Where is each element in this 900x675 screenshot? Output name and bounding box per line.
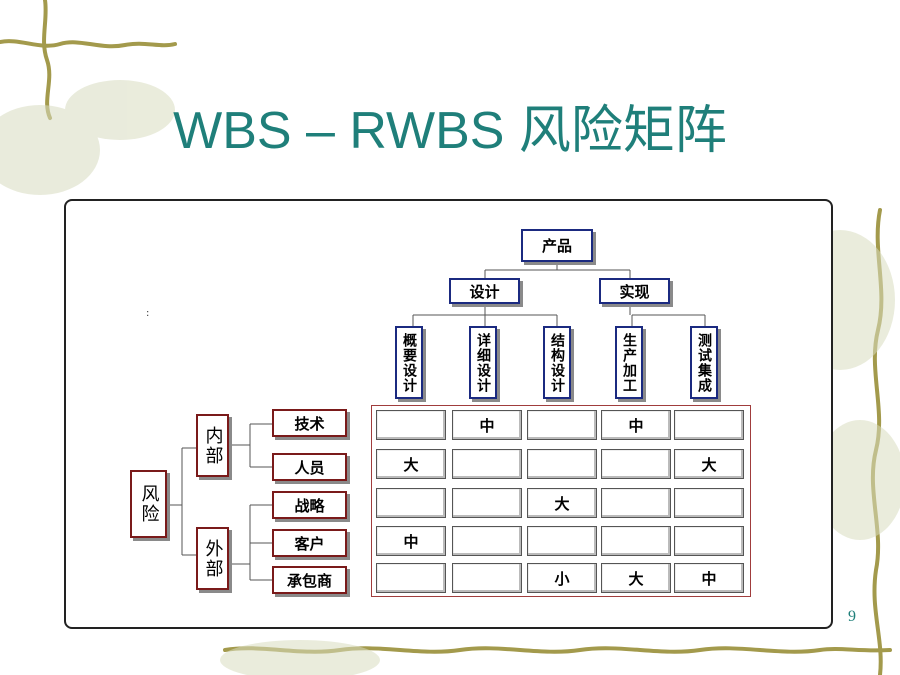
slide-title: WBS – RWBS 风险矩阵 xyxy=(173,102,727,160)
matrix-cell xyxy=(527,449,597,479)
risk-leaf-1: 技术 xyxy=(272,409,347,437)
matrix-cell: 中 xyxy=(674,563,744,593)
matrix-cell xyxy=(601,526,671,556)
matrix-cell xyxy=(601,449,671,479)
risk-matrix xyxy=(371,405,751,597)
risk-leaf-2: 人员 xyxy=(272,453,347,481)
matrix-cell xyxy=(452,526,522,556)
product-root-box: 产品 xyxy=(521,229,593,262)
risk-leaf-4: 客户 xyxy=(272,529,347,557)
matrix-cell: 大 xyxy=(376,449,446,479)
matrix-cell xyxy=(376,563,446,593)
matrix-cell: 大 xyxy=(527,488,597,518)
product-branch-design: 设计 xyxy=(449,278,520,304)
risk-branch-internal: 内部 xyxy=(196,414,229,477)
external-connector xyxy=(228,504,272,581)
matrix-cell xyxy=(376,488,446,518)
matrix-cell: 大 xyxy=(601,563,671,593)
matrix-cell xyxy=(601,488,671,518)
product-leaf-1: 概要设计 xyxy=(395,326,423,399)
risk-leaf-3: 战略 xyxy=(272,491,347,519)
stray-mark: : xyxy=(146,308,150,319)
product-branch-impl: 实现 xyxy=(599,278,670,304)
matrix-cell xyxy=(452,563,522,593)
matrix-cell xyxy=(527,526,597,556)
matrix-cell xyxy=(674,410,744,440)
product-leaf-4: 生产加工 xyxy=(615,326,643,399)
impl-connector xyxy=(629,302,706,326)
matrix-cell xyxy=(527,410,597,440)
matrix-cell: 中 xyxy=(376,526,446,556)
design-connector xyxy=(412,302,558,326)
matrix-cell xyxy=(674,526,744,556)
risk-leaf-5: 承包商 xyxy=(272,566,347,594)
matrix-cell xyxy=(376,410,446,440)
left-vine xyxy=(42,0,52,120)
matrix-cell: 大 xyxy=(674,449,744,479)
risk-root-box: 风险 xyxy=(130,470,167,538)
product-leaf-2: 详细设计 xyxy=(469,326,497,399)
product-leaf-3: 结构设计 xyxy=(543,326,571,399)
matrix-cell xyxy=(674,488,744,518)
matrix-cell: 中 xyxy=(601,410,671,440)
matrix-cell xyxy=(452,449,522,479)
risk-root-connector xyxy=(168,447,196,556)
matrix-cell: 小 xyxy=(527,563,597,593)
product-leaf-5: 测试集成 xyxy=(690,326,718,399)
product-root-connector xyxy=(484,262,631,280)
matrix-cell xyxy=(452,488,522,518)
internal-connector xyxy=(228,423,272,468)
top-vine xyxy=(0,39,177,49)
risk-branch-external: 外部 xyxy=(196,527,229,590)
matrix-cell: 中 xyxy=(452,410,522,440)
page-number: 9 xyxy=(848,608,856,625)
